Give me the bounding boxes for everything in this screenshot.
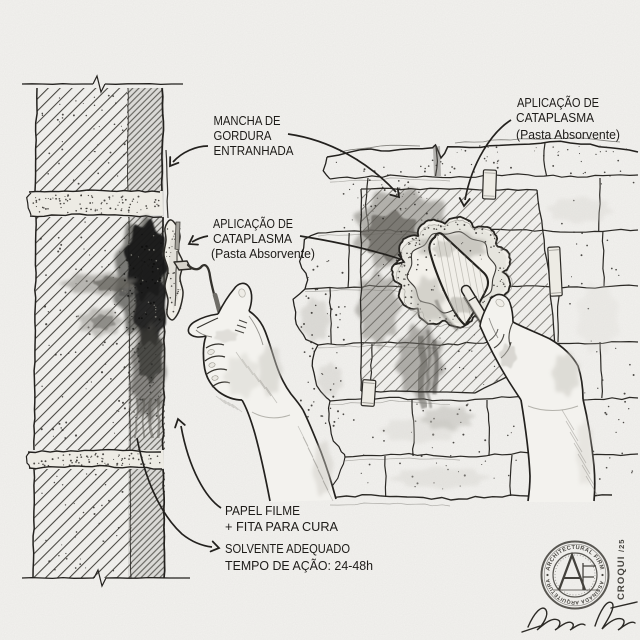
- svg-text:+ FITA PARA CURA: + FITA PARA CURA: [225, 519, 338, 534]
- svg-text:TEMPO DE AÇÃO: 24-48h: TEMPO DE AÇÃO: 24-48h: [225, 558, 373, 573]
- svg-text:CATAPLASMA: CATAPLASMA: [213, 231, 292, 246]
- svg-text:CATAPLASMA: CATAPLASMA: [516, 110, 594, 125]
- svg-text:ENTRANHADA: ENTRANHADA: [214, 143, 294, 158]
- svg-text:CROQUI /25: CROQUI /25: [616, 539, 627, 600]
- svg-text:MANCHA DE: MANCHA DE: [214, 113, 281, 128]
- svg-text:APLICAÇÃO DE: APLICAÇÃO DE: [517, 95, 599, 110]
- svg-text:(Pasta Absorvente): (Pasta Absorvente): [516, 127, 620, 142]
- svg-text:PAPEL FILME: PAPEL FILME: [225, 503, 300, 518]
- svg-text:APLICAÇÃO DE: APLICAÇÃO DE: [213, 216, 293, 231]
- svg-text:GORDURA: GORDURA: [214, 128, 272, 143]
- svg-text:SOLVENTE ADEQUADO: SOLVENTE ADEQUADO: [225, 541, 350, 556]
- svg-text:(Pasta Absorvente): (Pasta Absorvente): [211, 246, 315, 261]
